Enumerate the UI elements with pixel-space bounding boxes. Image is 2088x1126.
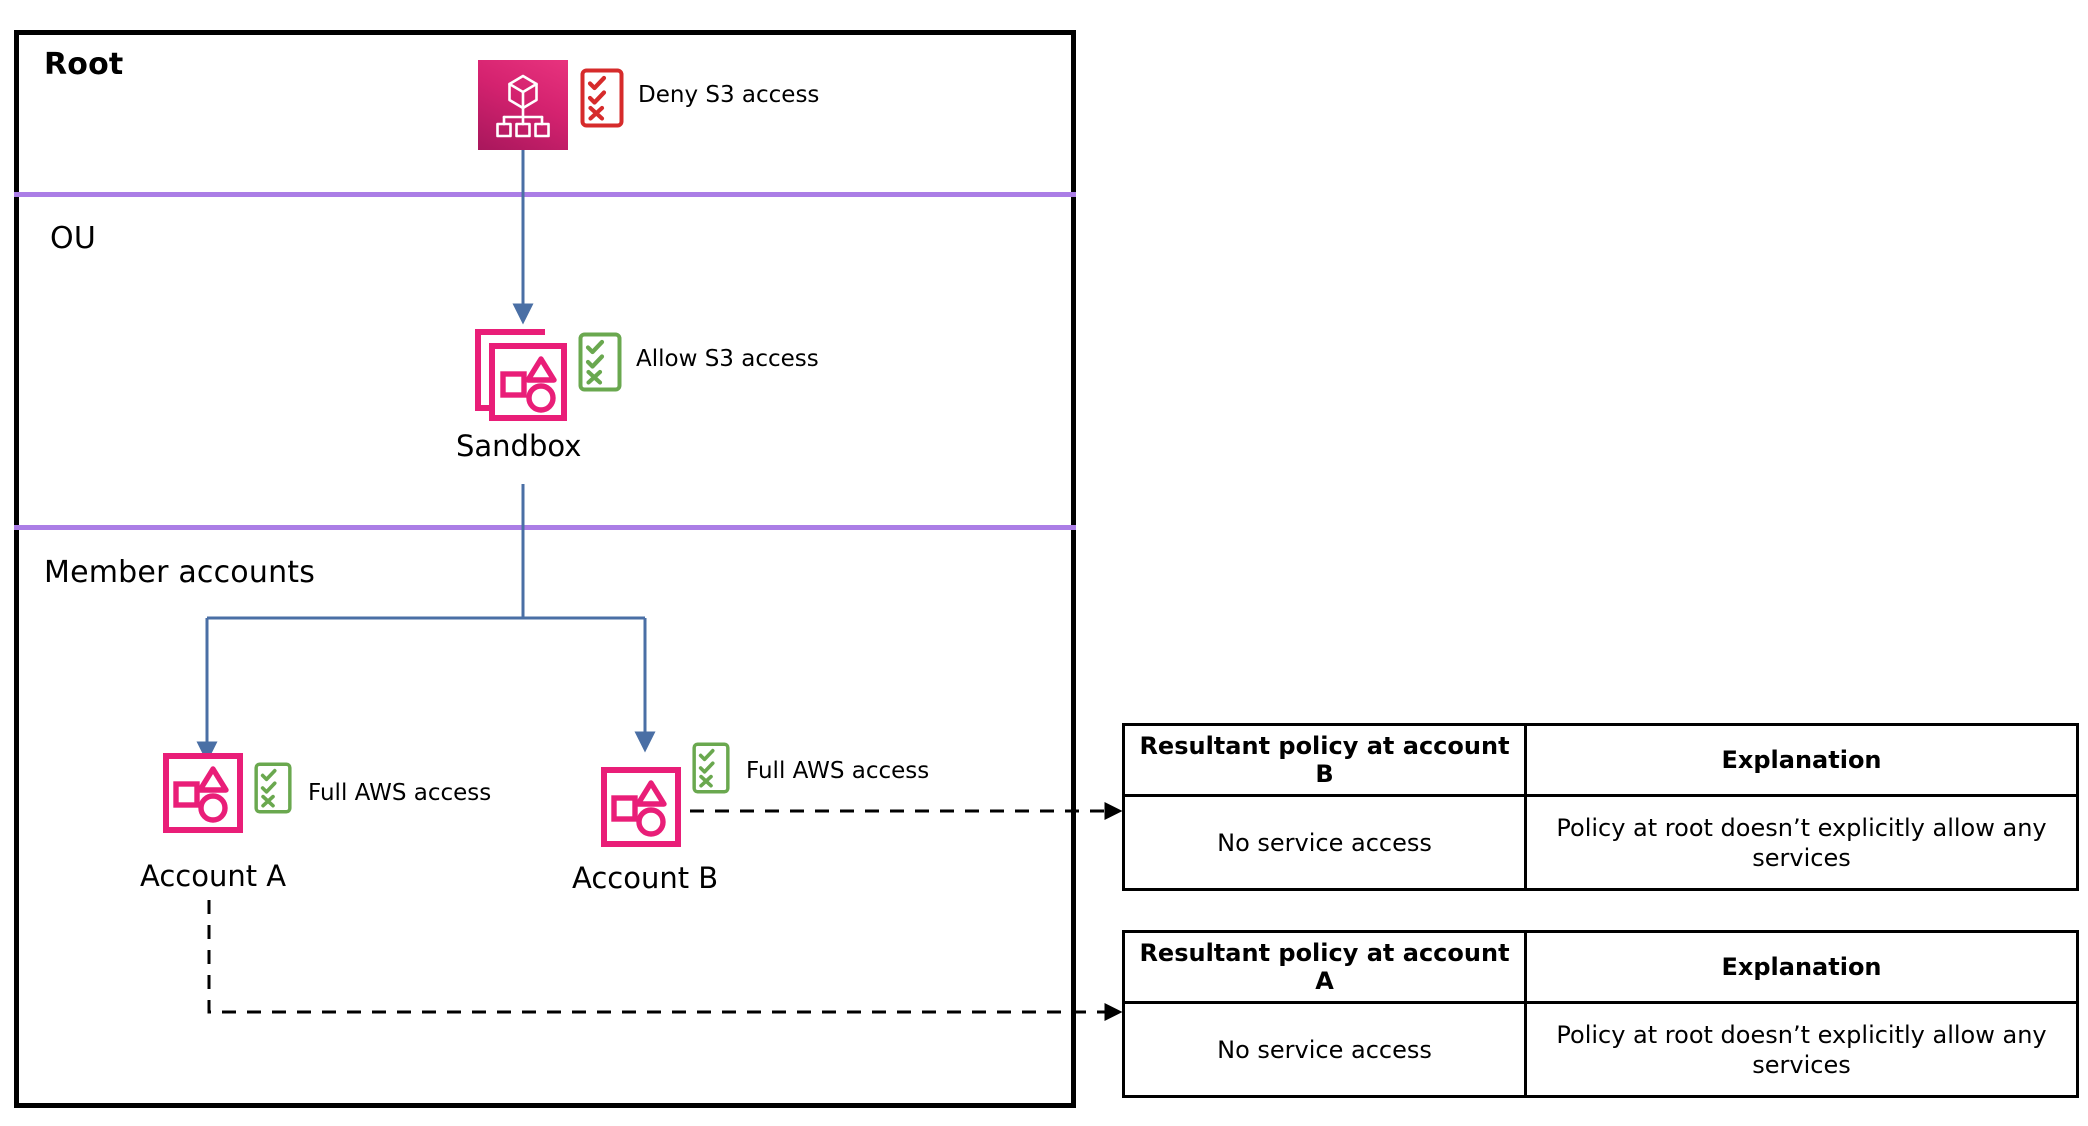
table-b-cell-explanation: Policy at root doesn’t explicitly allow … xyxy=(1524,794,2079,891)
result-table-account-a: Resultant policy at account A Explanatio… xyxy=(1122,930,2079,1098)
node-label-account-a: Account A xyxy=(140,859,287,893)
aws-organizations-icon xyxy=(478,60,568,150)
table-a-header-policy: Resultant policy at account A xyxy=(1122,930,1527,1004)
root-policy-label: Deny S3 access xyxy=(638,82,820,108)
table-header-row: Resultant policy at account B Explanatio… xyxy=(1122,723,2079,797)
result-table-account-b: Resultant policy at account B Explanatio… xyxy=(1122,723,2079,891)
node-root[interactable]: Deny S3 access xyxy=(478,60,819,150)
account-b-policy-label: Full AWS access xyxy=(746,758,930,784)
band-divider-ou-members xyxy=(14,525,1076,530)
checklist-allow-icon xyxy=(254,762,292,818)
table-header-row: Resultant policy at account A Explanatio… xyxy=(1122,930,2079,1004)
node-sandbox-ou[interactable]: Allow S3 access xyxy=(472,326,819,430)
node-label-sandbox: Sandbox xyxy=(456,429,582,463)
table-b-header-policy: Resultant policy at account B xyxy=(1122,723,1527,797)
checklist-allow-icon xyxy=(578,332,622,396)
sandbox-policy-label: Allow S3 access xyxy=(636,346,819,372)
organizational-unit-icon xyxy=(472,326,570,430)
aws-account-icon xyxy=(162,752,244,838)
account-a-policy-label: Full AWS access xyxy=(308,780,492,806)
table-row: No service access Policy at root doesn’t… xyxy=(1122,1001,2079,1098)
aws-account-icon xyxy=(600,766,682,852)
table-b-cell-policy: No service access xyxy=(1122,794,1527,891)
table-b-header-explanation: Explanation xyxy=(1524,723,2079,797)
band-label-root: Root xyxy=(44,47,124,82)
node-account-a[interactable]: Full AWS access xyxy=(162,752,491,838)
table-row: No service access Policy at root doesn’t… xyxy=(1122,794,2079,891)
band-label-ou: OU xyxy=(50,221,96,256)
table-a-cell-explanation: Policy at root doesn’t explicitly allow … xyxy=(1524,1001,2079,1098)
node-account-b[interactable]: Full AWS access xyxy=(600,742,929,852)
checklist-deny-icon xyxy=(580,68,624,132)
table-a-header-explanation: Explanation xyxy=(1524,930,2079,1004)
band-label-members: Member accounts xyxy=(44,555,316,590)
node-label-account-b: Account B xyxy=(572,861,719,895)
table-a-cell-policy: No service access xyxy=(1122,1001,1527,1098)
checklist-allow-icon xyxy=(692,742,730,798)
band-divider-root-ou xyxy=(14,192,1076,197)
